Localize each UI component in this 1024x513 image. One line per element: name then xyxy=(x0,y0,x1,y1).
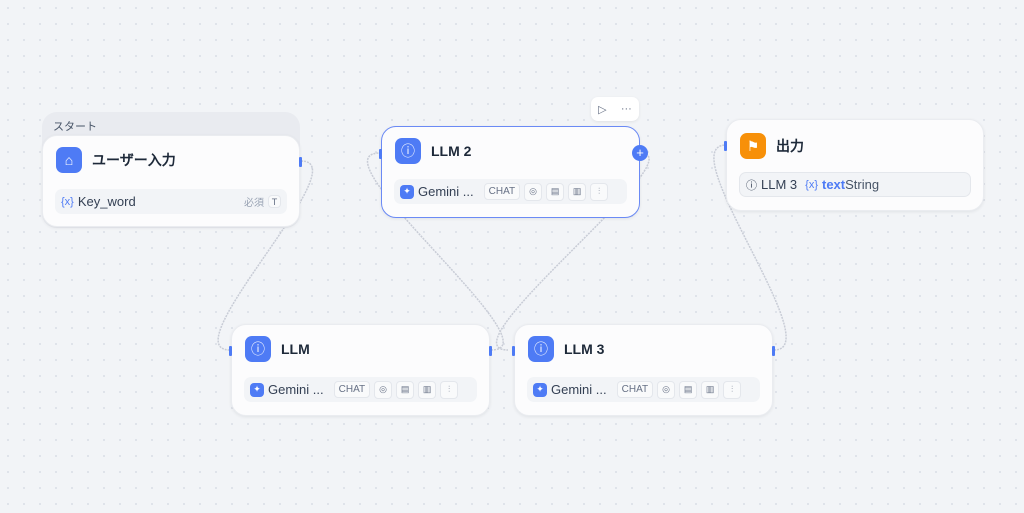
variable-name: Key_word xyxy=(77,194,136,209)
video-icon: ▥ xyxy=(418,380,437,399)
source-node-name: LLM 3 xyxy=(761,177,798,192)
add-node-button[interactable]: + xyxy=(632,145,648,161)
llm-node[interactable]: ⓘ LLM ✦ Gemini ... CHAT ◎▤▥⫶ xyxy=(229,324,492,416)
audio-icon: ⫶ xyxy=(723,380,742,399)
vision-icon: ◎ xyxy=(374,380,393,399)
vision-icon: ◎ xyxy=(524,182,543,201)
variable-row[interactable]: {x} Key_word 必須 T xyxy=(55,189,287,214)
vision-icon: ◎ xyxy=(657,380,676,399)
gemini-icon: ✦ xyxy=(250,382,264,397)
edge-llm2-llm3 xyxy=(496,152,650,351)
target-handle[interactable] xyxy=(229,346,232,356)
start-node[interactable]: ⌂ ユーザー入力 {x} Key_word 必須 T xyxy=(42,135,302,227)
llm2-node[interactable]: ⓘ LLM 2 ✦ Gemini ... CHAT ◎▤▥⫶ + xyxy=(379,126,648,218)
more-icon[interactable]: ··· xyxy=(620,103,632,115)
target-handle[interactable] xyxy=(379,149,382,159)
node-title: LLM 2 xyxy=(431,143,472,159)
variable-name: text xyxy=(822,177,846,192)
model-name: Gemini ... xyxy=(418,184,474,199)
llm-icon: ⓘ xyxy=(746,179,757,192)
model-name: Gemini ... xyxy=(268,382,324,397)
model-row[interactable]: ✦ Gemini ... CHAT ◎▤▥⫶ xyxy=(244,377,477,402)
node-toolbar: ▷ ··· xyxy=(591,97,639,121)
llm-icon: ⓘ xyxy=(245,336,271,362)
run-icon[interactable]: ▷ xyxy=(598,103,607,116)
model-name: Gemini ... xyxy=(551,382,607,397)
node-title: LLM xyxy=(281,341,310,357)
variable-icon: {x} xyxy=(805,178,818,191)
node-title: ユーザー入力 xyxy=(92,152,176,168)
llm-icon: ⓘ xyxy=(395,138,421,164)
node-title: 出力 xyxy=(776,138,804,154)
mode-tag: CHAT xyxy=(333,381,371,398)
node-title: LLM 3 xyxy=(564,341,605,357)
variable-type: String xyxy=(845,177,880,192)
audio-icon: ⫶ xyxy=(590,182,609,201)
flag-icon: ⚑ xyxy=(740,133,766,159)
mode-tag: CHAT xyxy=(616,381,654,398)
document-icon: ▤ xyxy=(546,182,565,201)
variable-icon: {x} xyxy=(61,195,74,208)
output-variable-row[interactable]: ⓘ LLM 3 {x} text String xyxy=(739,172,971,197)
audio-icon: ⫶ xyxy=(440,380,459,399)
mode-tag: CHAT xyxy=(483,183,521,200)
source-handle[interactable] xyxy=(772,346,775,356)
target-handle[interactable] xyxy=(512,346,515,356)
video-icon: ▥ xyxy=(701,380,720,399)
edge-start-llm xyxy=(217,160,314,351)
model-row[interactable]: ✦ Gemini ... CHAT ◎▤▥⫶ xyxy=(527,377,760,402)
model-row[interactable]: ✦ Gemini ... CHAT ◎▤▥⫶ xyxy=(394,179,627,204)
llm3-node[interactable]: ⓘ LLM 3 ✦ Gemini ... CHAT ◎▤▥⫶ xyxy=(512,324,775,416)
required-label: 必須 xyxy=(244,198,264,209)
source-handle[interactable] xyxy=(299,157,302,167)
document-icon: ▤ xyxy=(396,380,415,399)
edge-llm-llm2 xyxy=(366,152,504,351)
video-icon: ▥ xyxy=(568,182,587,201)
source-handle[interactable] xyxy=(489,346,492,356)
gemini-icon: ✦ xyxy=(400,184,414,199)
text-input-icon: T xyxy=(268,195,281,208)
start-group-label: スタート xyxy=(53,121,97,133)
output-node[interactable]: ⚑ 出力 ⓘ LLM 3 {x} text String xyxy=(724,119,984,211)
target-handle[interactable] xyxy=(724,141,727,151)
edge-llm3-output xyxy=(713,144,787,351)
gemini-icon: ✦ xyxy=(533,382,547,397)
document-icon: ▤ xyxy=(679,380,698,399)
home-icon: ⌂ xyxy=(56,147,82,173)
llm-icon: ⓘ xyxy=(528,336,554,362)
